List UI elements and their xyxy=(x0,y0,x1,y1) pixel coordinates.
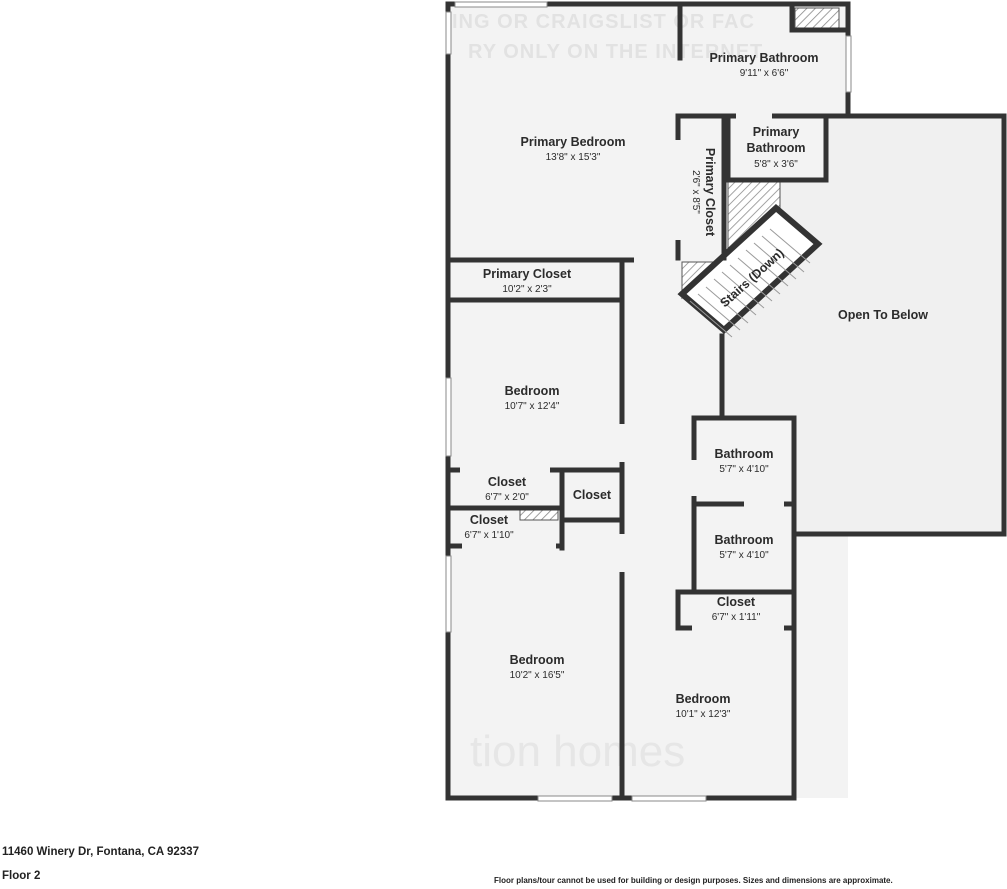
room-bathroom-1-name: Bathroom xyxy=(714,447,773,461)
room-primary-bathroom-small-dim: 5'8" x 3'6" xyxy=(754,159,798,170)
watermark-logo: tion homes xyxy=(470,727,685,776)
room-bedroom-2-name: Bedroom xyxy=(510,653,565,667)
room-closet-1-dim: 6'7" x 2'0" xyxy=(485,492,529,503)
room-bathroom-2-dim: 5'7" x 4'10" xyxy=(719,550,769,561)
room-labels: Primary Bathroom 9'11" x 6'6" Primary Be… xyxy=(464,51,928,720)
room-primary-bathroom-small-name2: Bathroom xyxy=(746,141,805,155)
room-bedroom-3-dim: 10'1" x 12'3" xyxy=(676,709,731,720)
room-primary-bathroom-main-name: Primary Bathroom xyxy=(709,51,818,65)
room-primary-bathroom-main-dim: 9'11" x 6'6" xyxy=(740,68,789,79)
room-closet-2-name: Closet xyxy=(573,488,612,502)
room-bedroom-3-name: Bedroom xyxy=(676,692,731,706)
watermark-line1: ING OR CRAIGSLIST OR FAC xyxy=(452,11,755,33)
stairs xyxy=(677,203,823,338)
room-primary-closet-vertical-dim: 2'6" x 8'5" xyxy=(690,170,701,214)
disclaimer-text: Floor plans/tour cannot be used for buil… xyxy=(494,876,893,885)
room-closet-4-name: Closet xyxy=(717,595,756,609)
room-bedroom-1-dim: 10'7" x 12'4" xyxy=(505,401,560,412)
door-openings xyxy=(460,113,784,631)
windows xyxy=(445,1,852,802)
open-to-below-area xyxy=(722,116,1006,534)
room-primary-bathroom-small-name1: Primary xyxy=(753,125,800,139)
room-primary-bedroom-dim: 13'8" x 15'3" xyxy=(546,152,601,163)
room-closet-3-name: Closet xyxy=(470,513,509,527)
room-primary-closet-vertical-name: Primary Closet xyxy=(703,148,717,237)
room-closet-1-name: Closet xyxy=(488,475,527,489)
room-primary-closet-name: Primary Closet xyxy=(483,267,572,281)
room-bedroom-1-name: Bedroom xyxy=(505,384,560,398)
address-text: 11460 Winery Dr, Fontana, CA 92337 xyxy=(2,846,199,858)
room-primary-bedroom-name: Primary Bedroom xyxy=(521,135,626,149)
room-bedroom-2-dim: 10'2" x 16'5" xyxy=(510,670,565,681)
room-open-to-below-name: Open To Below xyxy=(838,308,928,322)
watermark-line2: RY ONLY ON THE INTERNET xyxy=(468,41,763,63)
room-bathroom-2-name: Bathroom xyxy=(714,533,773,547)
room-closet-3-dim: 6'7" x 1'10" xyxy=(464,530,514,541)
room-bathroom-1-dim: 5'7" x 4'10" xyxy=(719,464,769,475)
room-closet-4-dim: 6'7" x 1'11" xyxy=(712,612,761,623)
floor-label: Floor 2 xyxy=(2,870,41,882)
room-primary-closet-dim: 10'2" x 2'3" xyxy=(502,284,552,295)
